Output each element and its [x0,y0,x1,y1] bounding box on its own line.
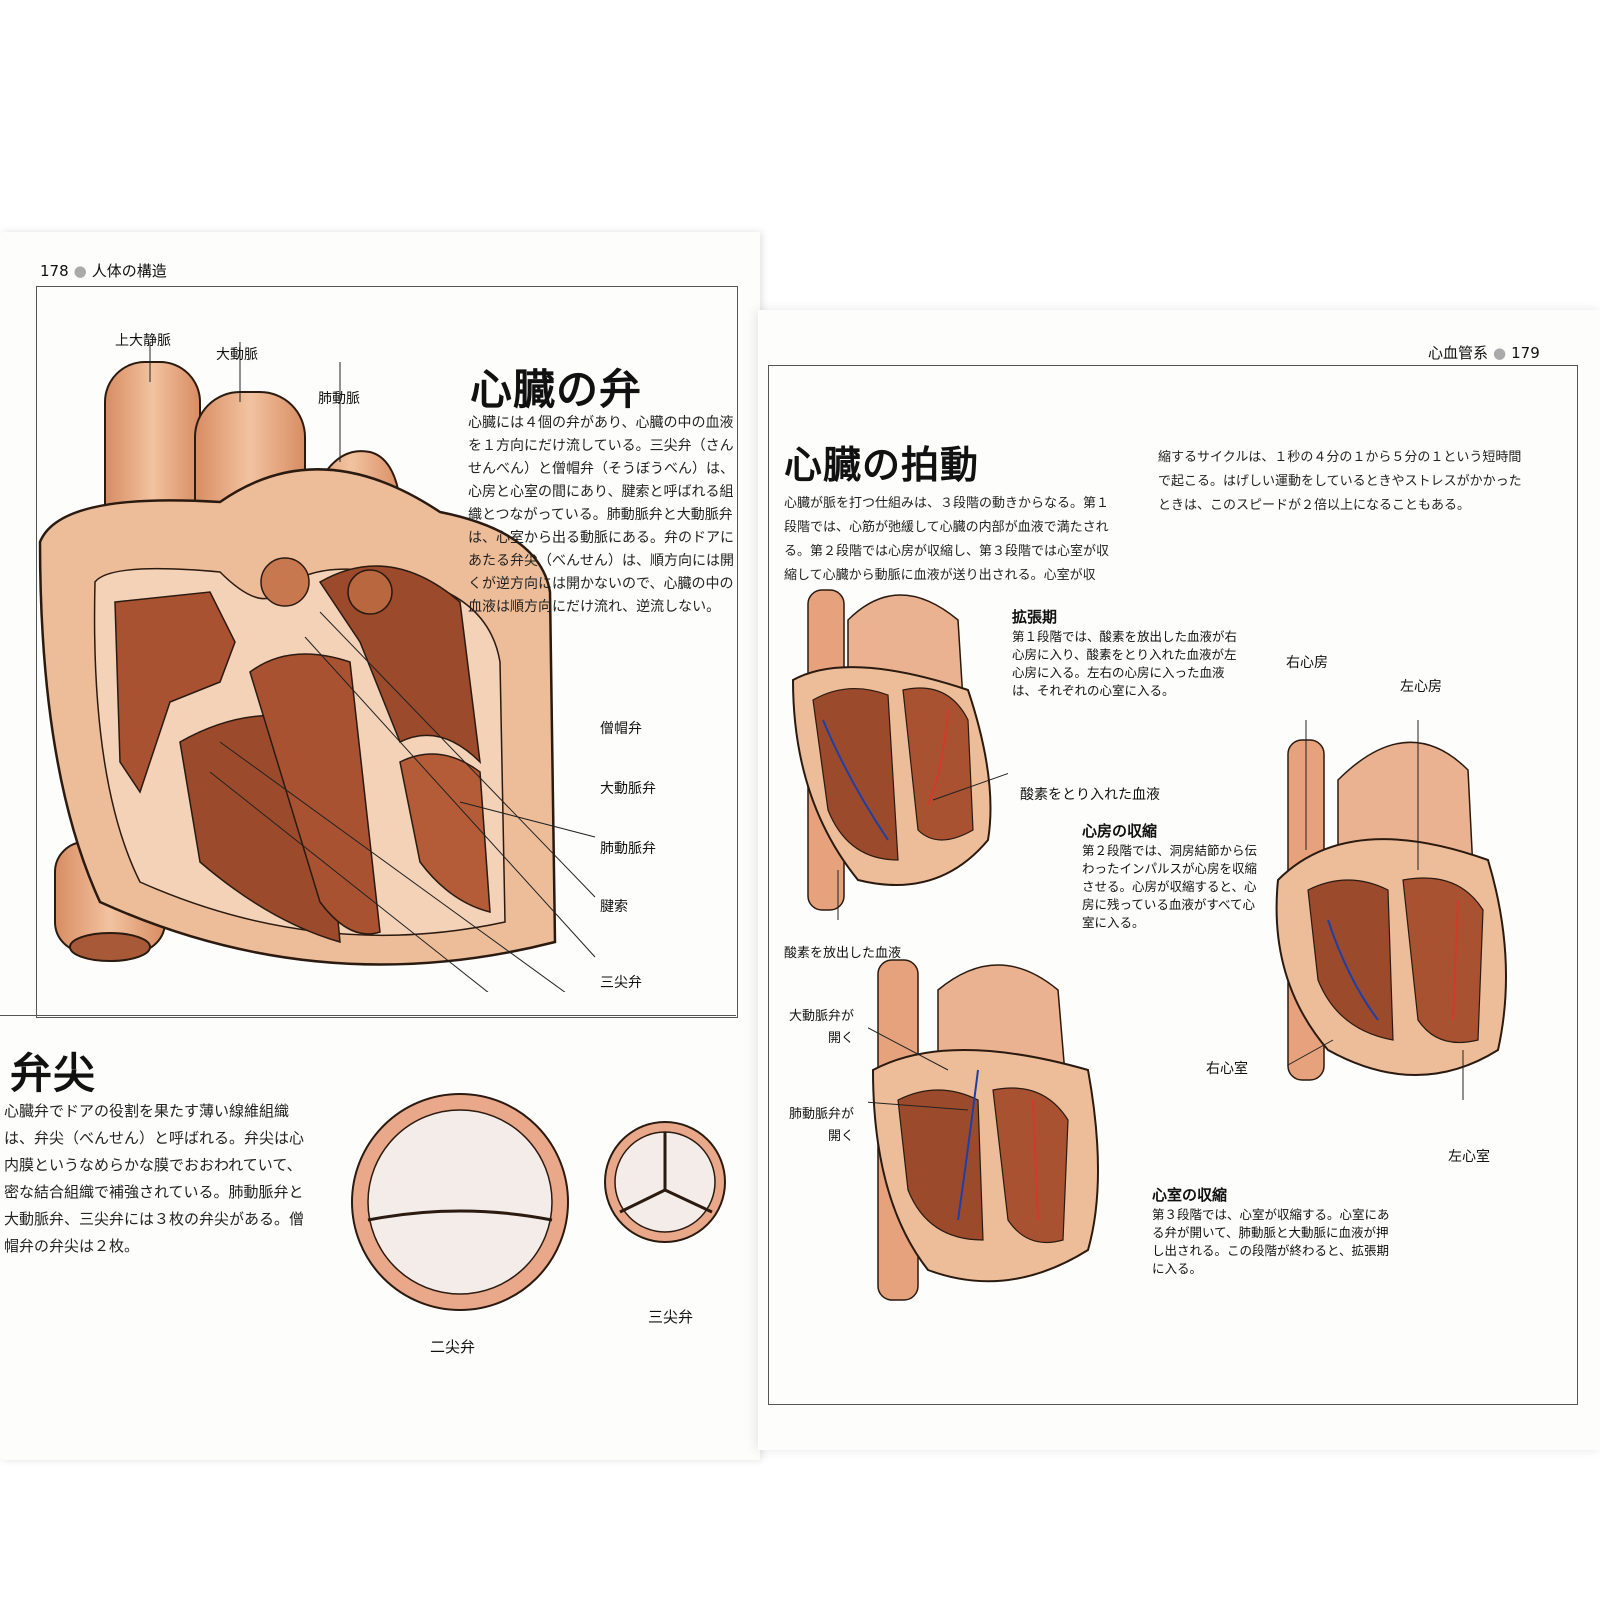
page-number: 179 [1511,344,1540,362]
ventricular-contraction-text: 第３段階では、心室が収縮する。心室にある弁が開いて、肺動脈と大動脈に血液が押し出… [1152,1207,1390,1276]
label-aortic-valve-opens: 大動脈弁が 開く [788,1006,854,1050]
label-pulmonary-artery: 肺動脈 [318,391,360,407]
diastole-title: 拡張期 [1012,608,1058,626]
label-chordae: 腱索 [600,899,628,915]
label-left-atrium: 左心房 [1400,679,1442,695]
label-aortic-line2: 開く [827,1031,854,1046]
running-head-right: 心血管系●179 [1428,342,1540,363]
label-aortic-valve: 大動脈弁 [600,781,656,797]
valves-body-text: 心臓には４個の弁があり、心臓の中の血液を１方向にだけ流している。三尖弁（さんせん… [468,415,734,615]
label-pulmonary-valve-opens: 肺動脈弁が 開く [788,1104,854,1148]
figure-frame-heartbeat [768,365,1578,1405]
heart-diastole-illustration [791,589,1008,920]
bullet: ● [73,262,87,280]
diastole-text: 第１段階では、酸素を放出した血液が右心房に入り、酸素をとり入れた血液が左心房に入… [1012,629,1238,698]
label-aortic-line1: 大動脈弁が [788,1009,854,1024]
tricuspid-commissures [619,1132,713,1214]
heartbeat-body-col2: 縮するサイクルは、１秒の４分の１から５分の１という短時間で起こる。はげしい運動を… [1158,450,1522,513]
label-right-atrium: 右心房 [1286,655,1328,671]
label-tricuspid-valve: 三尖弁 [600,975,642,991]
heart-atrial-contraction-illustration [1275,720,1507,1100]
section-name: 人体の構造 [91,262,167,280]
cusps-body-text: 心臓弁でドアの役割を果たす薄い線維組織は、弁尖（べんせん）と呼ばれる。弁尖は心内… [4,1102,305,1255]
cusp-illustrations [351,1093,726,1311]
page-number: 178 [40,262,69,280]
figure-frame-valves [36,286,738,1018]
bicuspid-commissure [367,1209,553,1222]
right-page: 心血管系●179 心臓の拍動 心臓が脈を打つ仕組みは、３段階の動きからなる。第１… [758,310,1600,1450]
heart-valves-illustration [38,342,596,992]
label-bicuspid: 二尖弁 [430,1338,476,1356]
label-pulmonary-valve: 肺動脈弁 [600,841,656,857]
label-aorta: 大動脈 [216,347,258,363]
atrial-contraction-title: 心房の収縮 [1082,822,1158,840]
divider [0,1015,736,1016]
label-oxygenated-blood: 酸素をとり入れた血液 [1020,787,1160,803]
section-title-heartbeat: 心臓の拍動 [784,443,980,487]
label-mitral-valve: 僧帽弁 [600,721,642,737]
label-pulmonary-line1: 肺動脈弁が [788,1107,854,1122]
section-title-cusps: 弁尖 [10,1049,97,1098]
section-title-valves: 心臓の弁 [470,365,643,414]
label-tricuspid: 三尖弁 [648,1308,694,1326]
bullet: ● [1493,344,1507,362]
heart-ventricular-contraction-illustration [868,959,1099,1301]
heartbeat-body-col1: 心臓が脈を打つ仕組みは、３段階の動きからなる。第１段階では、心筋が弛緩して心臓の… [784,496,1110,583]
left-page: 178●人体の構造 [0,232,760,1460]
label-superior-vena-cava: 上大静脈 [115,333,171,349]
label-deoxygenated-blood: 酸素を放出した血液 [784,946,902,961]
atrial-contraction-text: 第２段階では、洞房結節から伝わったインパルスが心房を収縮させる。心房が収縮すると… [1082,843,1258,930]
ventricular-contraction-title: 心室の収縮 [1152,1186,1228,1204]
running-head-left: 178●人体の構造 [40,260,167,281]
label-pulmonary-line2: 開く [827,1129,854,1144]
label-left-ventricle: 左心室 [1448,1149,1490,1165]
section-name: 心血管系 [1428,344,1489,362]
label-right-ventricle: 右心室 [1206,1061,1248,1077]
